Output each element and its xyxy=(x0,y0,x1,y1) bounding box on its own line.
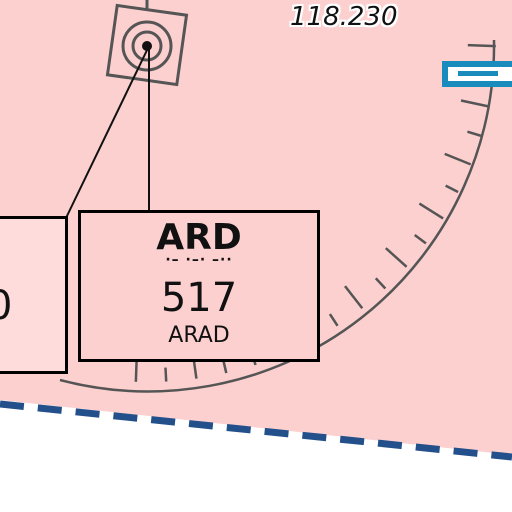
neighbor-navaid-box[interactable]: 0 xyxy=(0,216,68,374)
compass-tick xyxy=(467,43,496,48)
compass-tick xyxy=(445,184,459,194)
compass-tick xyxy=(344,285,364,309)
compass-tick xyxy=(444,152,472,166)
navaid-ident: ARD xyxy=(156,217,242,258)
neighbor-navaid-channel: 0 xyxy=(0,283,12,329)
compass-tick xyxy=(328,313,339,327)
compass-tick xyxy=(413,234,427,245)
compass-tick xyxy=(467,130,482,137)
vor-dme-icon[interactable] xyxy=(105,0,189,87)
frequency-label: 118.230 xyxy=(290,2,398,32)
navaid-channel: 517 xyxy=(160,275,238,321)
compass-tick xyxy=(384,247,408,268)
leader-line-left xyxy=(65,45,150,219)
airspace-boundary xyxy=(0,400,512,461)
compass-tick xyxy=(164,367,168,382)
navaid-morse: ·– ·–· –·· xyxy=(165,252,233,268)
navaid-info-box[interactable]: ARD ·– ·–· –·· 517 ARAD xyxy=(78,210,320,362)
navaid-name: ARAD xyxy=(168,323,230,348)
compass-tick xyxy=(460,99,489,108)
compass-tick xyxy=(374,277,387,290)
compass-tick xyxy=(418,202,444,220)
